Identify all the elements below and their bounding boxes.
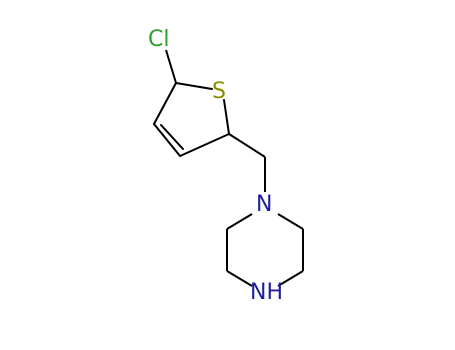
bond-cd-n1 [277, 213, 304, 230]
bond-cb-n2 [226, 270, 253, 287]
bond-c2-s [223, 99, 230, 135]
bond-c2-ch2 [228, 133, 266, 158]
atom-label-n1: N [256, 192, 272, 217]
bond-c4-c3-inner [160, 124, 184, 150]
bond-c5-cl [165, 49, 177, 84]
atom-label-n2: NH [250, 280, 283, 305]
thiophene-ring [153, 82, 230, 157]
bond-c4-c3 [153, 123, 181, 157]
bond-c3-c2 [179, 133, 230, 157]
bond-s-c5 [175, 82, 213, 90]
atom-label-s: S [212, 79, 226, 104]
bond-n2-cc [277, 270, 304, 287]
bond-n1-ca [226, 213, 253, 230]
bond-c5-c4 [153, 82, 177, 125]
atom-label-cl: Cl [148, 27, 169, 52]
piperazine-ring [226, 213, 304, 287]
